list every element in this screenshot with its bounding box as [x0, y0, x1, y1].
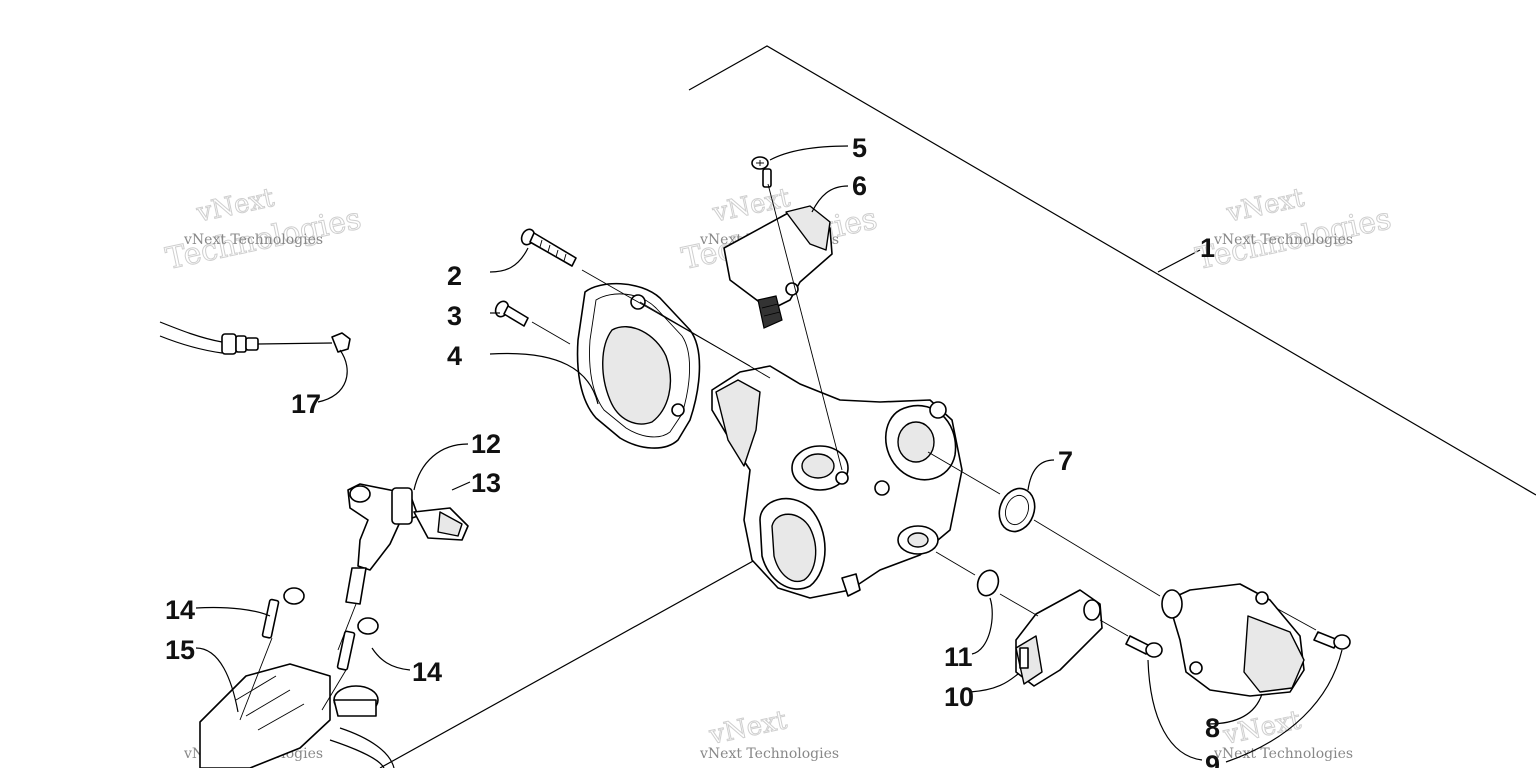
callout-2: 2	[447, 261, 462, 291]
callout-12: 12	[471, 429, 501, 459]
callout-13: 13	[471, 468, 501, 498]
screw-14-lower	[336, 617, 379, 671]
o-ring-large	[998, 487, 1036, 533]
throttle-body	[711, 365, 963, 599]
watermark-top-right: vNext Technologies	[1192, 182, 1394, 277]
position-sensor	[723, 205, 833, 329]
callout-6: 6	[852, 171, 867, 201]
callout-14-lower: 14	[412, 657, 442, 687]
watermark-small: vNext Technologies	[699, 746, 839, 762]
injector-connector	[413, 507, 469, 541]
screw-right	[1313, 631, 1351, 650]
callout-14-upper: 14	[165, 595, 195, 625]
callout-8: 8	[1205, 713, 1220, 743]
watermark-bottom-center: vNext	[706, 705, 791, 752]
watermark-small: vNext Technologies	[183, 232, 323, 248]
callout-5: 5	[852, 133, 867, 163]
callout-9: 9	[1205, 750, 1220, 768]
callout-7: 7	[1058, 446, 1073, 476]
svg-text:vNext: vNext	[1220, 705, 1304, 751]
bolt-long	[520, 228, 577, 267]
callout-17: 17	[291, 389, 321, 419]
screw-left	[1125, 635, 1163, 658]
callout-11: 11	[944, 642, 973, 672]
screw-14-upper	[261, 587, 305, 639]
watermark-small: vNext Technologies	[1213, 746, 1353, 762]
watermark-small: vNext Technologies	[1213, 232, 1353, 248]
temperature-sensor	[1015, 589, 1103, 687]
explosion-lines	[239, 183, 1317, 721]
svg-text:vNext: vNext	[706, 705, 790, 751]
cover-gasket	[576, 282, 701, 449]
screw-top	[751, 156, 772, 188]
fuel-injector	[345, 483, 419, 605]
o-ring-small	[976, 569, 1000, 597]
callout-3: 3	[447, 301, 462, 331]
callout-15: 15	[165, 635, 195, 665]
callout-10: 10	[944, 682, 974, 712]
callout-labels: 1 2 3 4 5 6 7 8 9 10 11 12 13 14 14 15 1…	[165, 133, 1220, 773]
watermark-top-left: vNext Technologies	[162, 182, 364, 277]
callout-1: 1	[1200, 233, 1215, 263]
throttle-cable	[159, 321, 351, 355]
watermark-bottom-right: vNext	[1220, 705, 1305, 752]
leader-lines	[195, 145, 1343, 763]
idle-air-valve	[1161, 583, 1305, 697]
assembly-boundary	[379, 45, 1536, 769]
callout-4: 4	[447, 341, 462, 371]
